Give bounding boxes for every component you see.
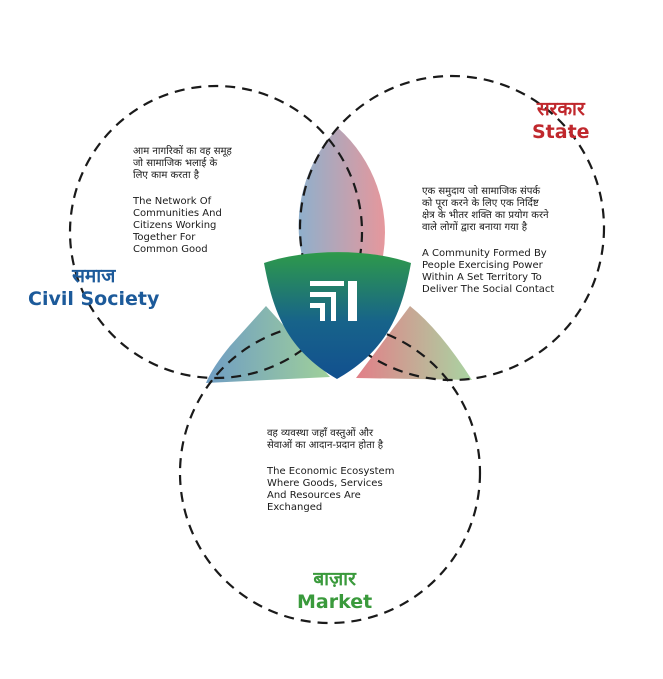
market-label: बाज़ार Market	[297, 568, 372, 614]
state-title-hi: सरकार	[536, 98, 585, 120]
market-desc-hi: वह व्यवस्था जहाँ वस्तुओं और सेवाओं का आद…	[267, 428, 384, 451]
center-shield	[264, 252, 411, 379]
market-description: वह व्यवस्था जहाँ वस्तुओं और सेवाओं का आद…	[267, 428, 437, 514]
overlap-civil-state	[298, 128, 385, 256]
civil-society-title-en: Civil Society	[28, 288, 160, 310]
market-desc-en: The Economic Ecosystem Where Goods, Serv…	[267, 466, 395, 513]
state-desc-hi: एक समुदाय जो सामाजिक संपर्क को पूरा करने…	[422, 186, 549, 233]
state-label: सरकार State	[532, 98, 590, 144]
state-title-en: State	[532, 121, 590, 143]
civil-society-label: समाज Civil Society	[28, 265, 159, 311]
civil-society-title-hi: समाज	[72, 265, 116, 287]
market-title-en: Market	[297, 591, 373, 613]
civil-society-desc-hi: आम नागरिकों का वह समूह जो सामाजिक भलाई क…	[133, 146, 232, 181]
market-title-hi: बाज़ार	[313, 568, 356, 590]
civil-society-description: आम नागरिकों का वह समूह जो सामाजिक भलाई क…	[133, 146, 293, 256]
state-desc-en: A Community Formed By People Exercising …	[422, 248, 555, 295]
overlap-civil-market	[206, 306, 330, 383]
overlap-state-market	[356, 306, 472, 380]
bars-logo-icon	[310, 281, 357, 321]
circle-state	[298, 74, 606, 382]
civil-society-desc-en: The Network Of Communities And Citizens …	[133, 196, 222, 255]
circle-civil-society	[68, 84, 364, 380]
state-description: एक समुदाय जो सामाजिक संपर्क को पूरा करने…	[422, 186, 592, 296]
